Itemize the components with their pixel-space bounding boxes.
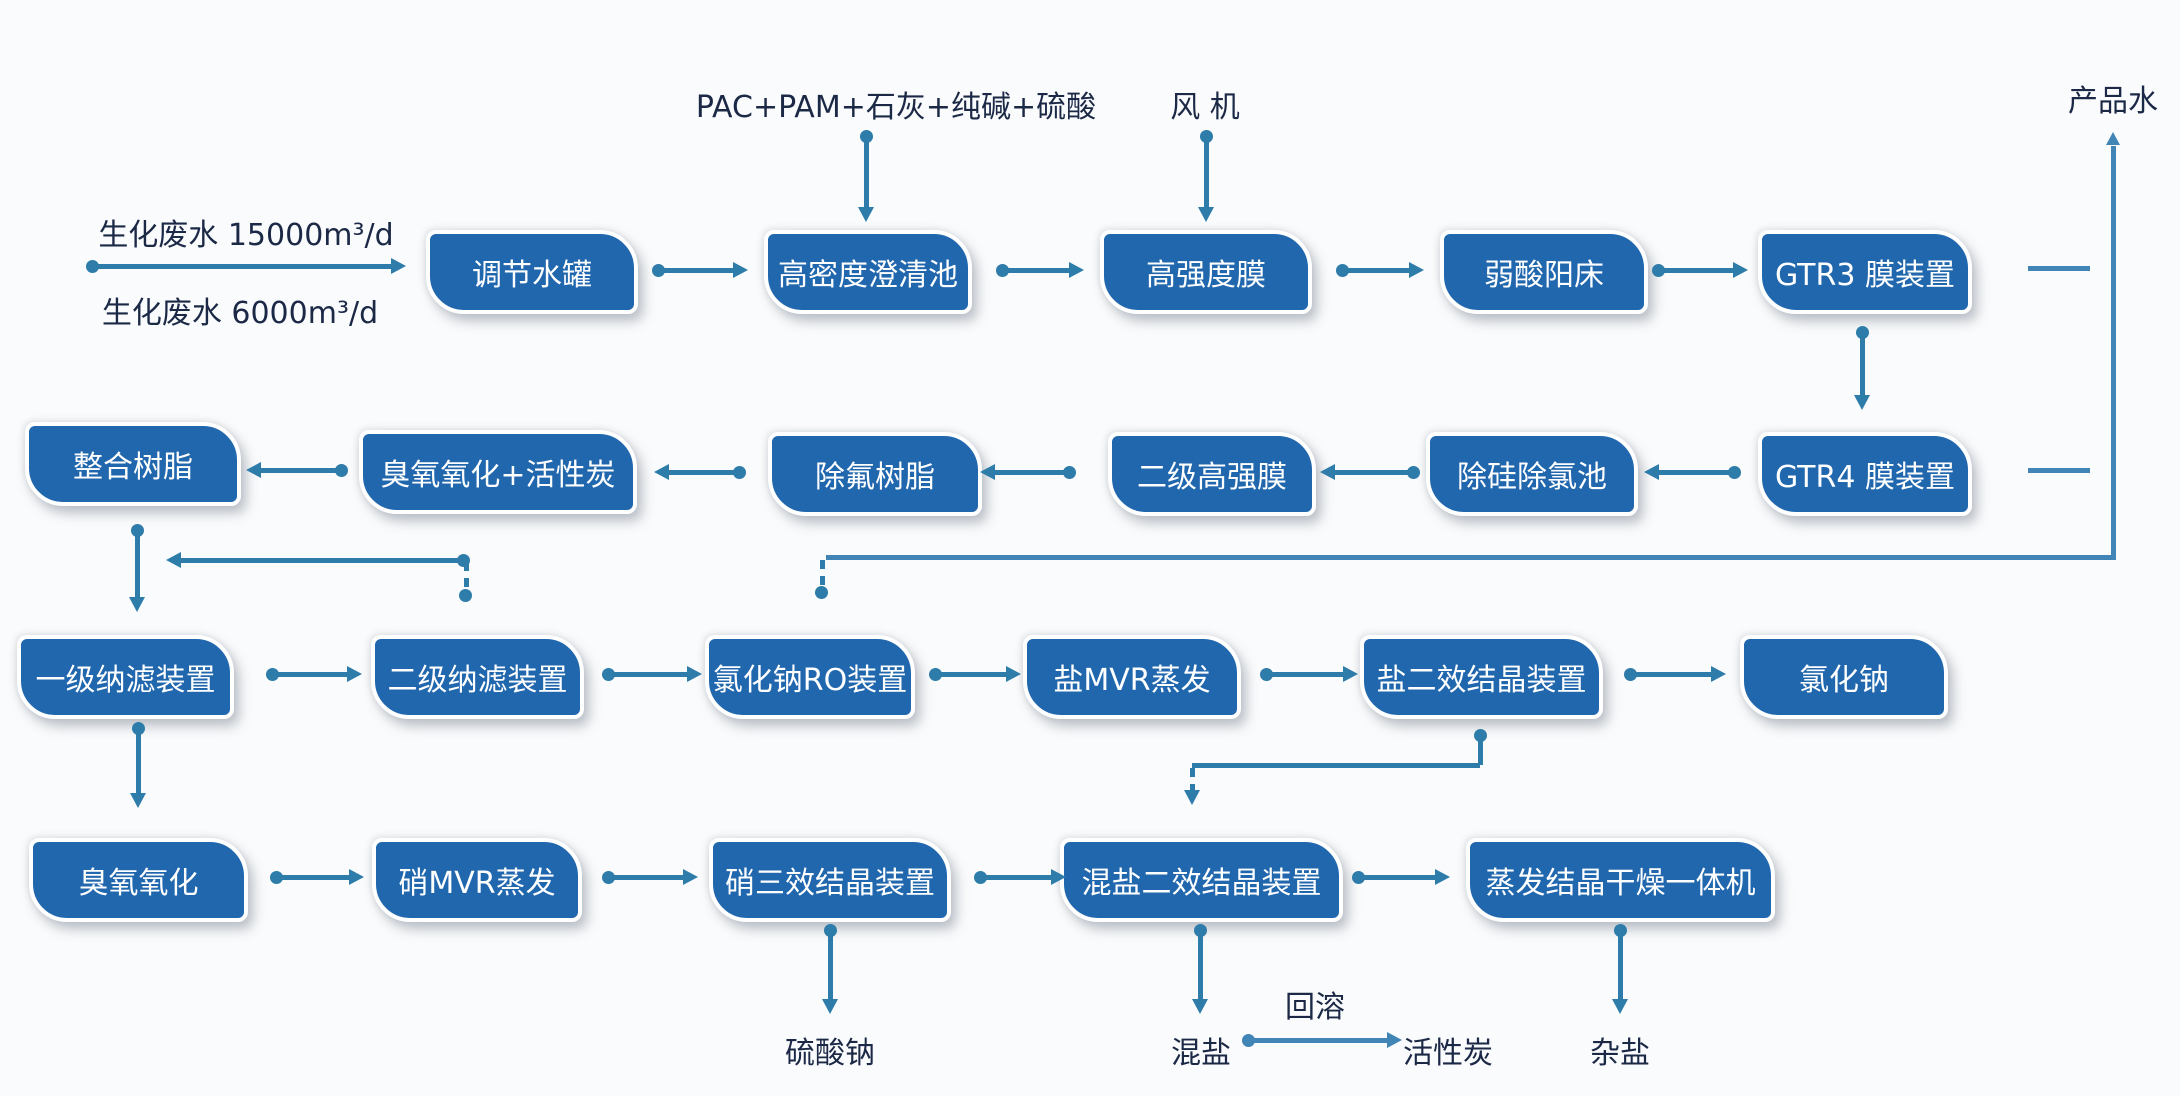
node-gtr3-membrane: GTR3 膜装置 xyxy=(1758,230,1972,314)
node-nitrate-triple-effect-crystallizer: 硝三效结晶装置 xyxy=(709,838,951,922)
dashed-drop-to-nf2 xyxy=(464,562,469,590)
arrow-mixed-salt-to-activated-carbon xyxy=(1242,1032,1402,1048)
arrow-secondary-membrane-to-fluoride-resin xyxy=(980,464,1076,480)
node-high-strength-membrane: 高强度膜 xyxy=(1100,230,1312,314)
arrow-dryer-to-misc-salt xyxy=(1612,924,1628,1014)
node-secondary-high-strength-membrane: 二级高强膜 xyxy=(1108,432,1316,516)
arrow-nitrate-crystallizer-to-mixed-crystallizer xyxy=(974,869,1066,885)
node-fluoride-removal-resin: 除氟树脂 xyxy=(768,432,982,516)
line-product-water-riser xyxy=(2111,146,2116,557)
dashed-drop-to-ro xyxy=(820,560,825,586)
line-salt-mother-liquor xyxy=(1192,763,1480,768)
label-sodium-sulfate: 硫酸钠 xyxy=(785,1036,875,1071)
arrow-fluoride-resin-to-ozone-carbon xyxy=(654,464,746,480)
node-secondary-nanofiltration: 二级纳滤装置 xyxy=(371,635,584,719)
label-mixed-salt: 混盐 xyxy=(1171,1036,1231,1071)
arrow-nf1-to-nf2 xyxy=(266,666,362,682)
node-desilica-dechlorination-pool: 除硅除氯池 xyxy=(1426,432,1638,516)
node-regulating-tank: 调节水罐 xyxy=(426,230,638,314)
line-salt-crystallizer-drop xyxy=(1478,741,1483,765)
label-feed-15000: 生化废水 15000m³/d xyxy=(98,218,394,253)
node-salt-double-effect-crystallizer: 盐二效结晶装置 xyxy=(1360,635,1603,719)
arrow-salt-crystallizer-to-nacl xyxy=(1624,666,1726,682)
label-feed-6000: 生化废水 6000m³/d xyxy=(101,296,379,331)
arrowhead-up-product-water xyxy=(2106,132,2120,145)
arrow-gtr3-to-gtr4 xyxy=(1854,326,1870,410)
label-activated-carbon: 活性炭 xyxy=(1403,1036,1493,1071)
line-collector-to-ro xyxy=(826,555,2116,560)
node-gtr4-membrane: GTR4 膜装置 xyxy=(1758,432,1972,516)
node-primary-nanofiltration: 一级纳滤装置 xyxy=(17,635,234,719)
node-ozone-oxidation: 臭氧氧化 xyxy=(29,838,248,922)
arrow-cation-bed-to-gtr3 xyxy=(1652,262,1748,278)
arrow-chelating-resin-to-nf1 xyxy=(129,524,145,612)
arrow-desilica-to-secondary-membrane xyxy=(1320,464,1420,480)
label-dosing-chemicals: PAC+PAM+石灰+纯碱+硫酸 xyxy=(695,90,1097,125)
label-redissolve: 回溶 xyxy=(1285,990,1345,1025)
line-gtr3-outlet xyxy=(2028,266,2090,271)
arrow-feed-to-tank xyxy=(86,258,406,274)
node-nitrate-mvr-evaporation: 硝MVR蒸发 xyxy=(372,838,582,922)
arrow-ro-to-salt-mvr xyxy=(929,666,1021,682)
node-sodium-chloride: 氯化钠 xyxy=(1740,635,1948,719)
arrow-nf1-to-ozone-oxidation xyxy=(130,722,146,808)
label-product-water: 产品水 xyxy=(2068,84,2158,119)
arrow-clarifier-to-membrane xyxy=(996,262,1084,278)
arrow-tank-to-clarifier xyxy=(652,262,748,278)
node-salt-mvr-evaporation: 盐MVR蒸发 xyxy=(1023,635,1241,719)
node-high-density-clarifier: 高密度澄清池 xyxy=(764,230,972,314)
arrow-nitrate-crystallizer-to-sodium-sulfate xyxy=(822,924,838,1014)
node-chelating-resin: 整合树脂 xyxy=(25,422,241,506)
arrow-salt-mvr-to-salt-crystallizer xyxy=(1260,666,1358,682)
node-mixed-salt-double-effect-crystallizer: 混盐二效结晶装置 xyxy=(1060,838,1343,922)
arrowhead-down-mixed-crystallizer xyxy=(1184,790,1200,805)
dot-above-nf2 xyxy=(459,589,472,602)
label-fan: 风 机 xyxy=(1170,90,1240,125)
arrow-membrane-to-cation-bed xyxy=(1336,262,1424,278)
arrow-mixed-crystallizer-to-mixed-salt xyxy=(1192,924,1208,1014)
dot-below-salt-crystallizer xyxy=(1474,729,1487,742)
arrow-mixed-crystallizer-to-dryer xyxy=(1352,869,1450,885)
line-gtr4-outlet xyxy=(2028,468,2090,473)
node-nacl-ro-unit: 氯化钠RO装置 xyxy=(705,635,915,719)
node-ozone-activated-carbon: 臭氧氧化+活性炭 xyxy=(359,430,637,514)
arrow-nitrate-mvr-to-nitrate-crystallizer xyxy=(602,869,698,885)
node-weak-acid-cation-bed: 弱酸阳床 xyxy=(1440,230,1648,314)
node-evaporation-crystallization-dryer: 蒸发结晶干燥一体机 xyxy=(1466,838,1775,922)
arrow-nf2-recycle-left xyxy=(166,552,470,568)
arrow-ozone-to-nitrate-mvr xyxy=(270,869,364,885)
arrow-ozone-carbon-to-chelating-resin xyxy=(246,462,348,478)
arrow-fan-to-membrane xyxy=(1198,130,1214,222)
dashed-drop-to-mixed-crystallizer xyxy=(1190,768,1195,790)
arrow-nf2-to-ro xyxy=(602,666,702,682)
arrow-dosing-to-clarifier xyxy=(858,130,874,222)
dot-above-ro xyxy=(815,586,828,599)
arrow-gtr4-to-desilica xyxy=(1644,464,1741,480)
label-misc-salt: 杂盐 xyxy=(1590,1036,1650,1071)
